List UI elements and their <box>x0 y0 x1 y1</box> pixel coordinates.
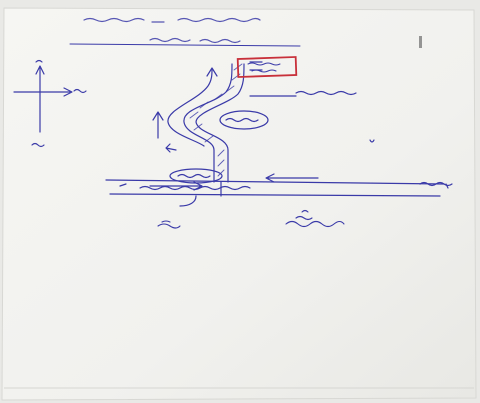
compass-e-scribble <box>73 88 87 94</box>
main-road-arrow-2 <box>149 181 203 191</box>
compass-north-arrow <box>35 65 45 75</box>
road-left-edge <box>183 63 233 183</box>
main-road-arrow-1 <box>265 173 319 183</box>
compass-n-scribble <box>35 59 43 63</box>
title-line-2 <box>149 37 241 44</box>
road-shading <box>189 63 243 177</box>
compass-s-scribble <box>31 142 45 148</box>
up-arrow <box>152 111 164 139</box>
flow-arrow-left <box>167 69 213 147</box>
main-road-label <box>139 185 251 191</box>
title-line-1 <box>83 17 261 23</box>
junction-scribble <box>177 173 211 179</box>
right-signature <box>285 209 345 228</box>
left-signature <box>157 220 181 229</box>
main-road-right-tick <box>445 183 449 189</box>
right-label-scribble <box>295 90 357 96</box>
main-road-top <box>105 179 445 185</box>
small-arrow <box>165 143 177 153</box>
road-label-oval <box>219 110 269 130</box>
lower-curve <box>179 195 197 207</box>
compass-east-arrow <box>63 87 73 97</box>
main-road-left-tick <box>119 183 127 187</box>
right-edge-scribble <box>369 139 375 143</box>
flow-arrow-left-head <box>206 67 218 77</box>
marker-box <box>236 56 298 78</box>
main-road-bottom <box>109 193 441 197</box>
road-right-edge <box>195 63 245 183</box>
title-underline <box>69 43 301 47</box>
road-label-scribble <box>225 117 259 123</box>
